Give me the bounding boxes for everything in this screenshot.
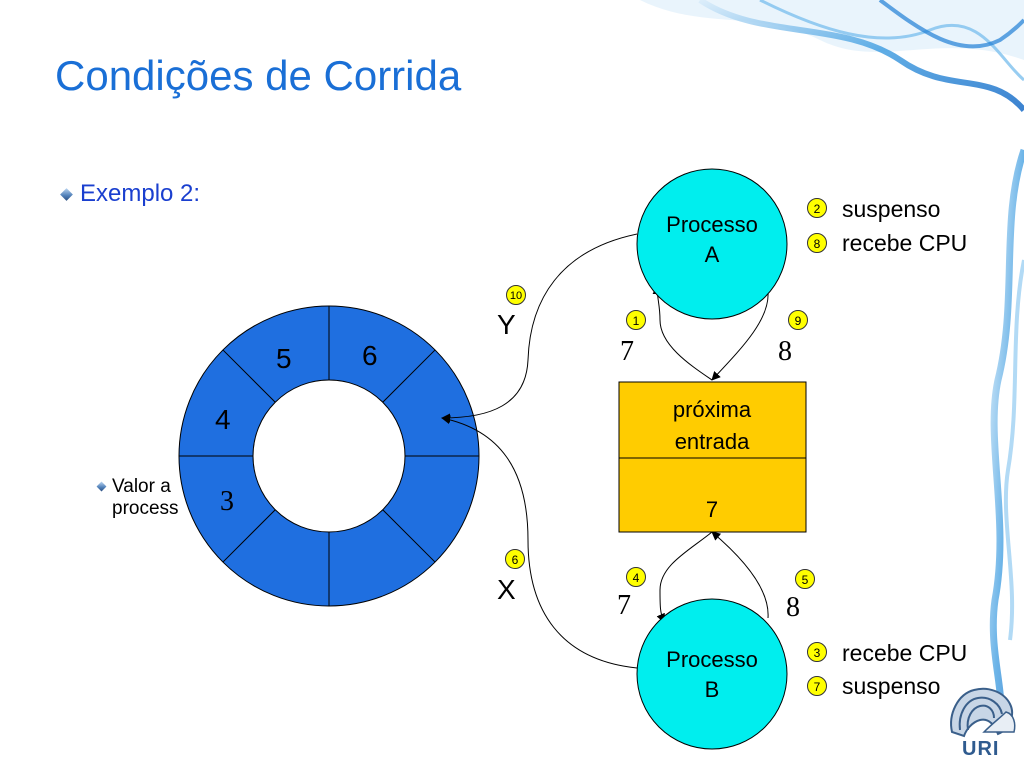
buffer-divider — [222, 509, 276, 563]
step-badge: 9 — [788, 310, 808, 330]
arrow-label-a-left: 7 — [620, 336, 634, 367]
buffer-slot-3: 3 — [220, 486, 234, 517]
buffer-divider — [382, 509, 436, 563]
step-badge: 5 — [795, 569, 815, 589]
bullet-sub-line1: Valor a — [112, 476, 171, 497]
arrow-label-x: X — [497, 574, 516, 605]
legend-a-line1: suspenso — [842, 196, 941, 222]
bullet-main: Exemplo 2: — [80, 180, 201, 207]
buffer-divider — [222, 349, 276, 403]
arrow-b-write — [711, 531, 769, 619]
step-badge: 8 — [807, 233, 827, 253]
buffer-slot-6: 6 — [362, 340, 378, 371]
buffer-divider — [382, 349, 436, 403]
next-entry-box — [618, 381, 807, 533]
arrow-y — [441, 233, 638, 423]
buffer-slot-5: 5 — [276, 343, 292, 374]
process-a-node — [636, 168, 788, 320]
step-badge: 10 — [506, 285, 526, 305]
arrow-label-a-right: 8 — [778, 336, 792, 367]
page-title: Condições de Corrida — [55, 52, 462, 99]
uri-logo-icon: URI — [944, 684, 1022, 764]
step-badge: 2 — [807, 198, 827, 218]
step-badge: 6 — [505, 549, 525, 569]
bullet-sub: Valor a process — [112, 476, 179, 520]
arrow-x — [441, 415, 638, 669]
arrow-label-b-left: 7 — [617, 590, 631, 621]
process-b-label-line2: B — [704, 677, 720, 702]
arrow-b-read — [656, 531, 713, 623]
step-badge: 4 — [626, 567, 646, 587]
arrow-a-read — [652, 285, 713, 381]
legend-b-line2: suspenso — [842, 673, 941, 699]
next-entry-line1: próxima — [672, 397, 752, 422]
process-b-label: Processo B — [637, 645, 787, 705]
uri-logo-text: URI — [962, 738, 1000, 760]
buffer-slot-4: 4 — [215, 404, 231, 435]
legend-a-line2: recebe CPU — [842, 230, 968, 256]
circular-buffer — [178, 305, 480, 607]
bullet-sub-line2: process — [112, 498, 179, 519]
process-b-node — [636, 598, 788, 750]
next-entry-value: 7 — [705, 497, 719, 522]
process-b-label-line1: Processo — [666, 647, 758, 672]
process-a-label-line1: Processo — [666, 212, 758, 237]
next-entry-label: próxima entrada — [619, 394, 805, 458]
step-badge: 7 — [807, 676, 827, 696]
arrow-label-y: Y — [497, 309, 516, 340]
step-badge: 3 — [807, 642, 827, 662]
step-badge: 1 — [626, 310, 646, 330]
arrow-a-write — [711, 291, 769, 381]
process-a-label: Processo A — [637, 210, 787, 270]
next-entry-line2: entrada — [674, 429, 750, 454]
process-a-label-line2: A — [704, 242, 720, 267]
legend-b-line1: recebe CPU — [842, 640, 968, 666]
arrow-label-b-right: 8 — [786, 592, 800, 623]
